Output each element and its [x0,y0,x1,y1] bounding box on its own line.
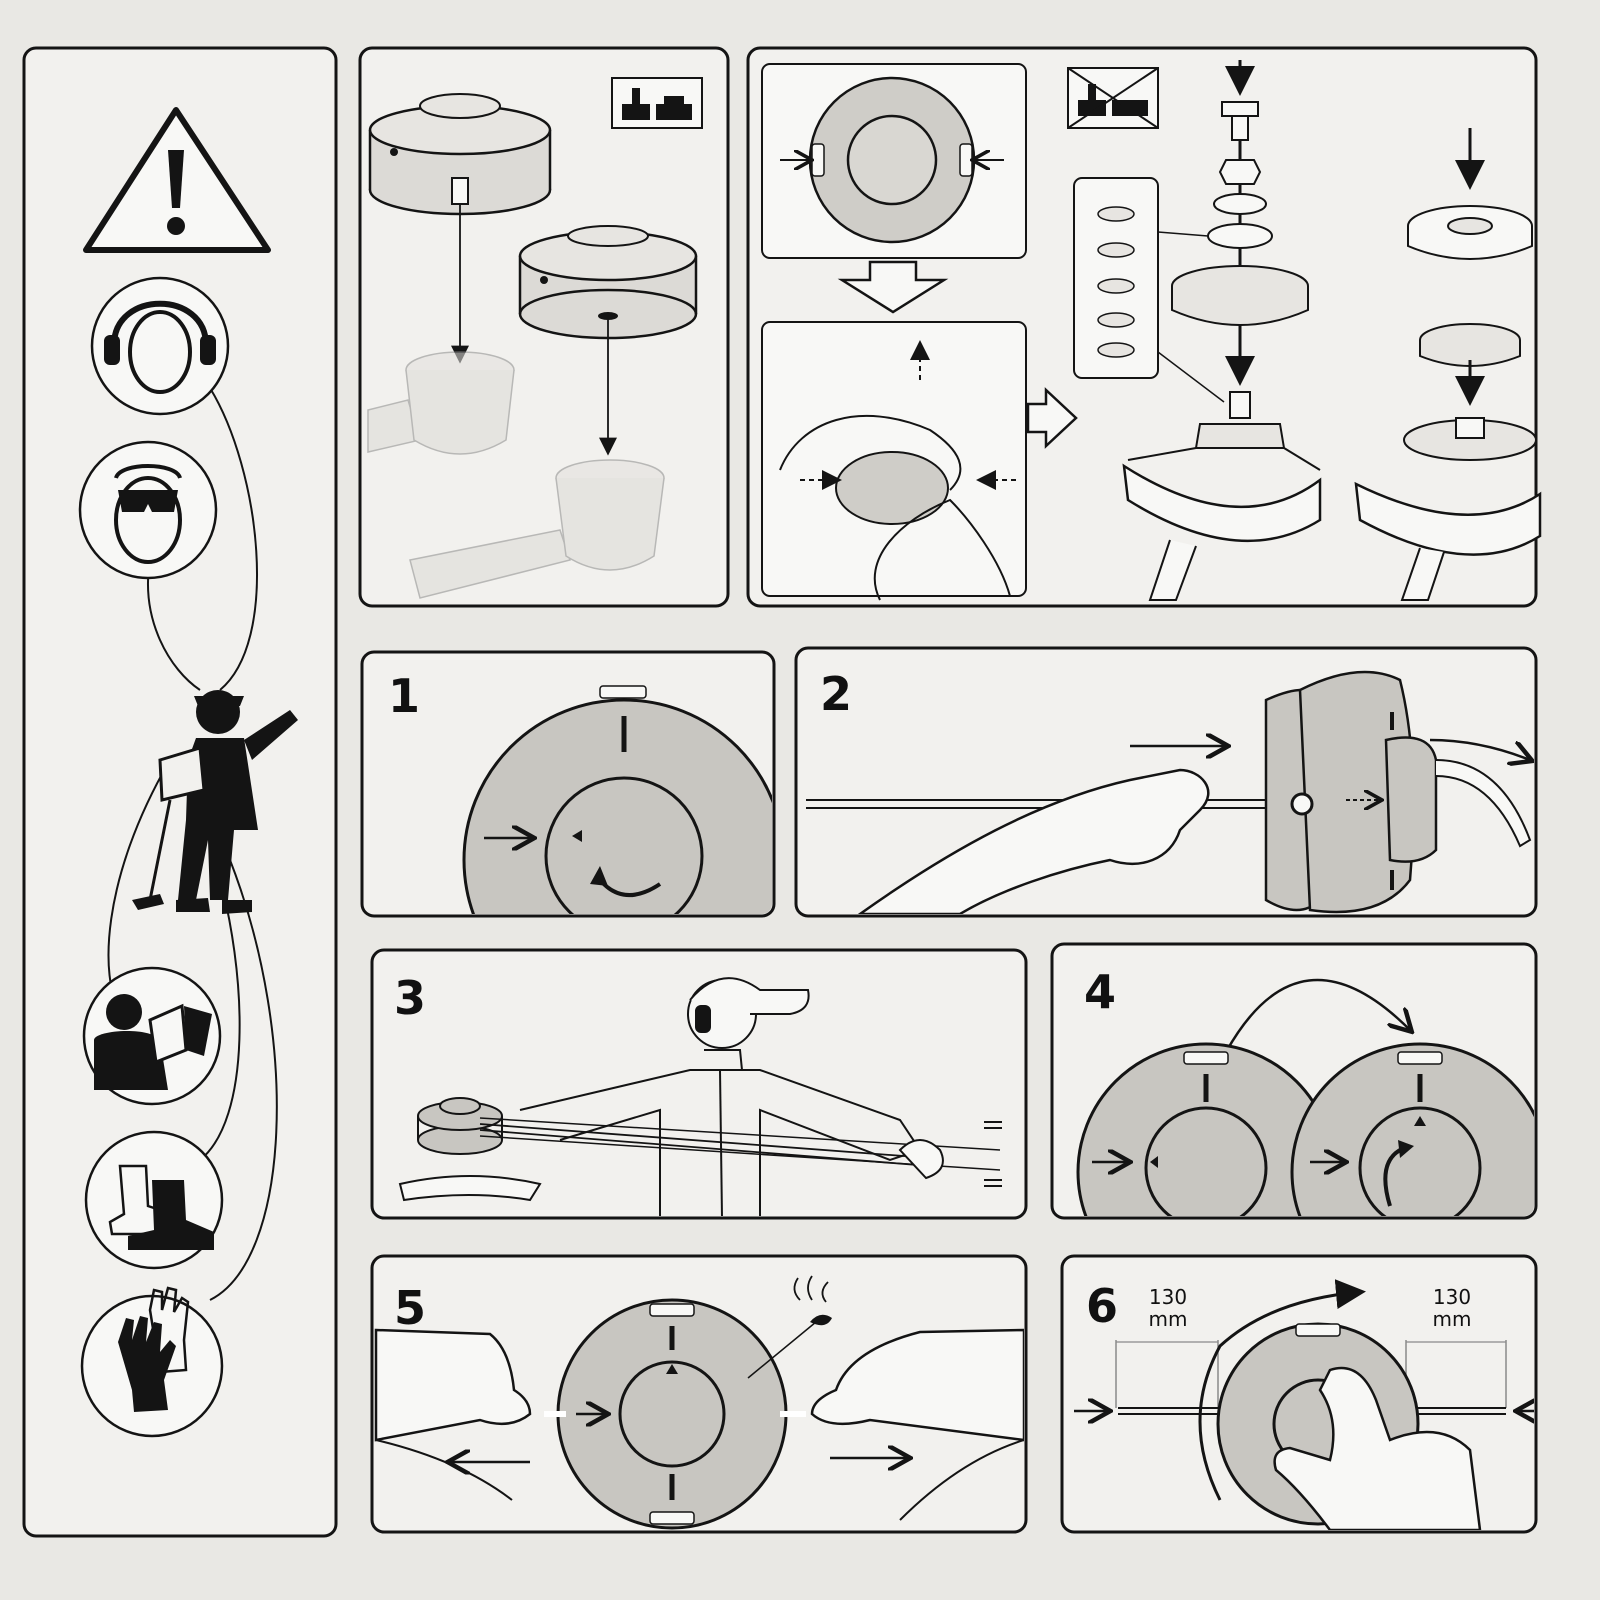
step-5-number: 5 [394,1281,426,1335]
flow-arrow-right [1026,387,1078,449]
trimmer-shaft-guard-b [1354,128,1542,601]
panel-compatible-heads [358,46,730,608]
trimmer-mount-lower [409,459,665,599]
read-manual-icon [82,966,222,1106]
flow-arrow-down [837,260,949,314]
safety-column [22,46,338,1538]
panel-disassembly [746,46,1542,608]
measure-right-unit: mm [1433,1307,1472,1331]
gloves-icon [80,1286,224,1438]
step-1-number: 1 [388,669,420,723]
step-1-panel: 1 [360,650,776,918]
hands-pressing-tabs [779,340,1016,601]
operator-icon [132,690,298,914]
trimmer-shaft-guard-a [1122,391,1322,601]
head-top-view [780,76,1004,244]
exploded-fastener-stack [1171,60,1309,386]
tool-not-compat-icon [1067,67,1159,129]
step-5-panel: 5 [370,1254,1028,1534]
step-6-number: 6 [1086,1279,1118,1333]
trimmer-mount-upper [367,351,515,455]
step-3-number: 3 [394,971,426,1025]
step-4-number: 4 [1084,965,1116,1019]
measure-left-value: 130 [1149,1285,1187,1309]
step-2-panel: 2 [794,646,1538,918]
measure-right-value: 130 [1433,1285,1471,1309]
step-2-number: 2 [820,667,852,721]
measure-left-unit: mm [1149,1307,1188,1331]
tool-compat-icon [611,77,703,129]
washer-options-callout [1073,177,1225,403]
trimmer-head-upper [368,93,552,364]
warning-icon [83,107,271,253]
trimmer-head-lower [518,225,698,456]
step-4-panel: 4 [1050,942,1538,1220]
boots-icon [84,1130,224,1270]
step-6-panel: 6 130 mm 130 mm [1060,1254,1538,1534]
ear-protection-icon [90,276,230,416]
eye-protection-icon [78,440,218,580]
step-3-panel: 3 [370,948,1028,1220]
